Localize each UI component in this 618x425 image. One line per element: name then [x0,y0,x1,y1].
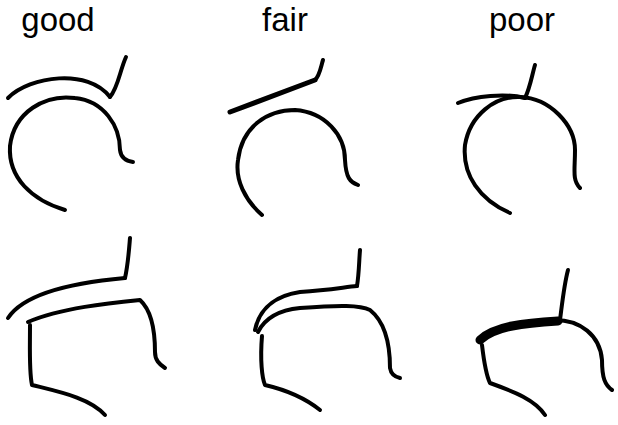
tooth-outline [10,97,133,210]
crown-edge [110,57,126,97]
tooth-outline [482,320,612,390]
column-label: fair [262,2,308,38]
tooth-outline [482,345,545,415]
crown-edge [125,238,130,278]
column-label: good [21,2,94,38]
crown-edge [357,250,360,286]
crown-edge [560,270,568,320]
crown-edge [525,65,535,98]
tooth-outline [261,336,320,410]
tooth-outline [465,97,580,213]
tooth-outline [258,306,400,378]
column-label: poor [489,2,555,38]
tooth-outline [30,325,105,415]
tooth-outline [237,110,358,215]
crown-margin [8,78,110,98]
tooth-outline [28,300,165,368]
crown-edge [315,60,323,80]
crown-margin [230,80,315,112]
